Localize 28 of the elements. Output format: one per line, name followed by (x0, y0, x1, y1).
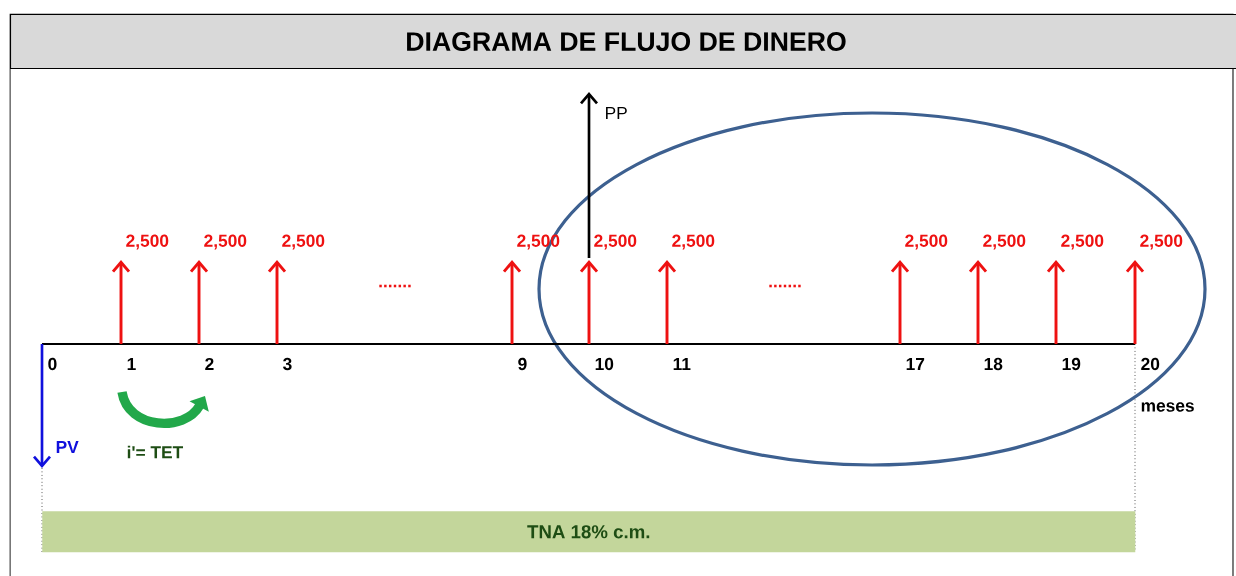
period-label: 20 (1141, 357, 1160, 371)
period-label: 9 (518, 357, 527, 371)
period-label: 0 (48, 357, 57, 371)
period-label: 10 (595, 357, 614, 371)
amount-label: 2,500 (204, 234, 247, 250)
period-label: 1 (127, 358, 136, 370)
amount-label: 2,500 (983, 234, 1026, 250)
ellipsis: ....... (379, 284, 411, 288)
period-label: 17 (906, 358, 925, 370)
amount-label: 2,500 (672, 234, 715, 250)
rate-band: TNA 18% c.m. (42, 511, 1136, 553)
period-label: 11 (673, 358, 691, 370)
period-label: 19 (1062, 357, 1081, 371)
amount-label: 2,500 (1140, 234, 1183, 250)
amount-label: 2,500 (905, 234, 948, 250)
title-bar: DIAGRAMA DE FLUJO DE DINERO (10, 14, 1236, 70)
ellipsis: ....... (769, 284, 801, 288)
amount-label: 2,500 (594, 234, 637, 250)
amount-label: 2,500 (1061, 234, 1104, 250)
period-label: 18 (984, 357, 1003, 371)
unit-label: meses (1141, 402, 1194, 412)
flow-label: PP (606, 107, 627, 119)
amount-label: 2,500 (126, 234, 169, 250)
amount-label: 2,500 (282, 234, 325, 250)
period-label: 3 (283, 357, 292, 371)
flow-label: PV (56, 441, 79, 453)
period-label: 2 (205, 357, 214, 371)
rate-label: i'= TET (127, 445, 183, 459)
